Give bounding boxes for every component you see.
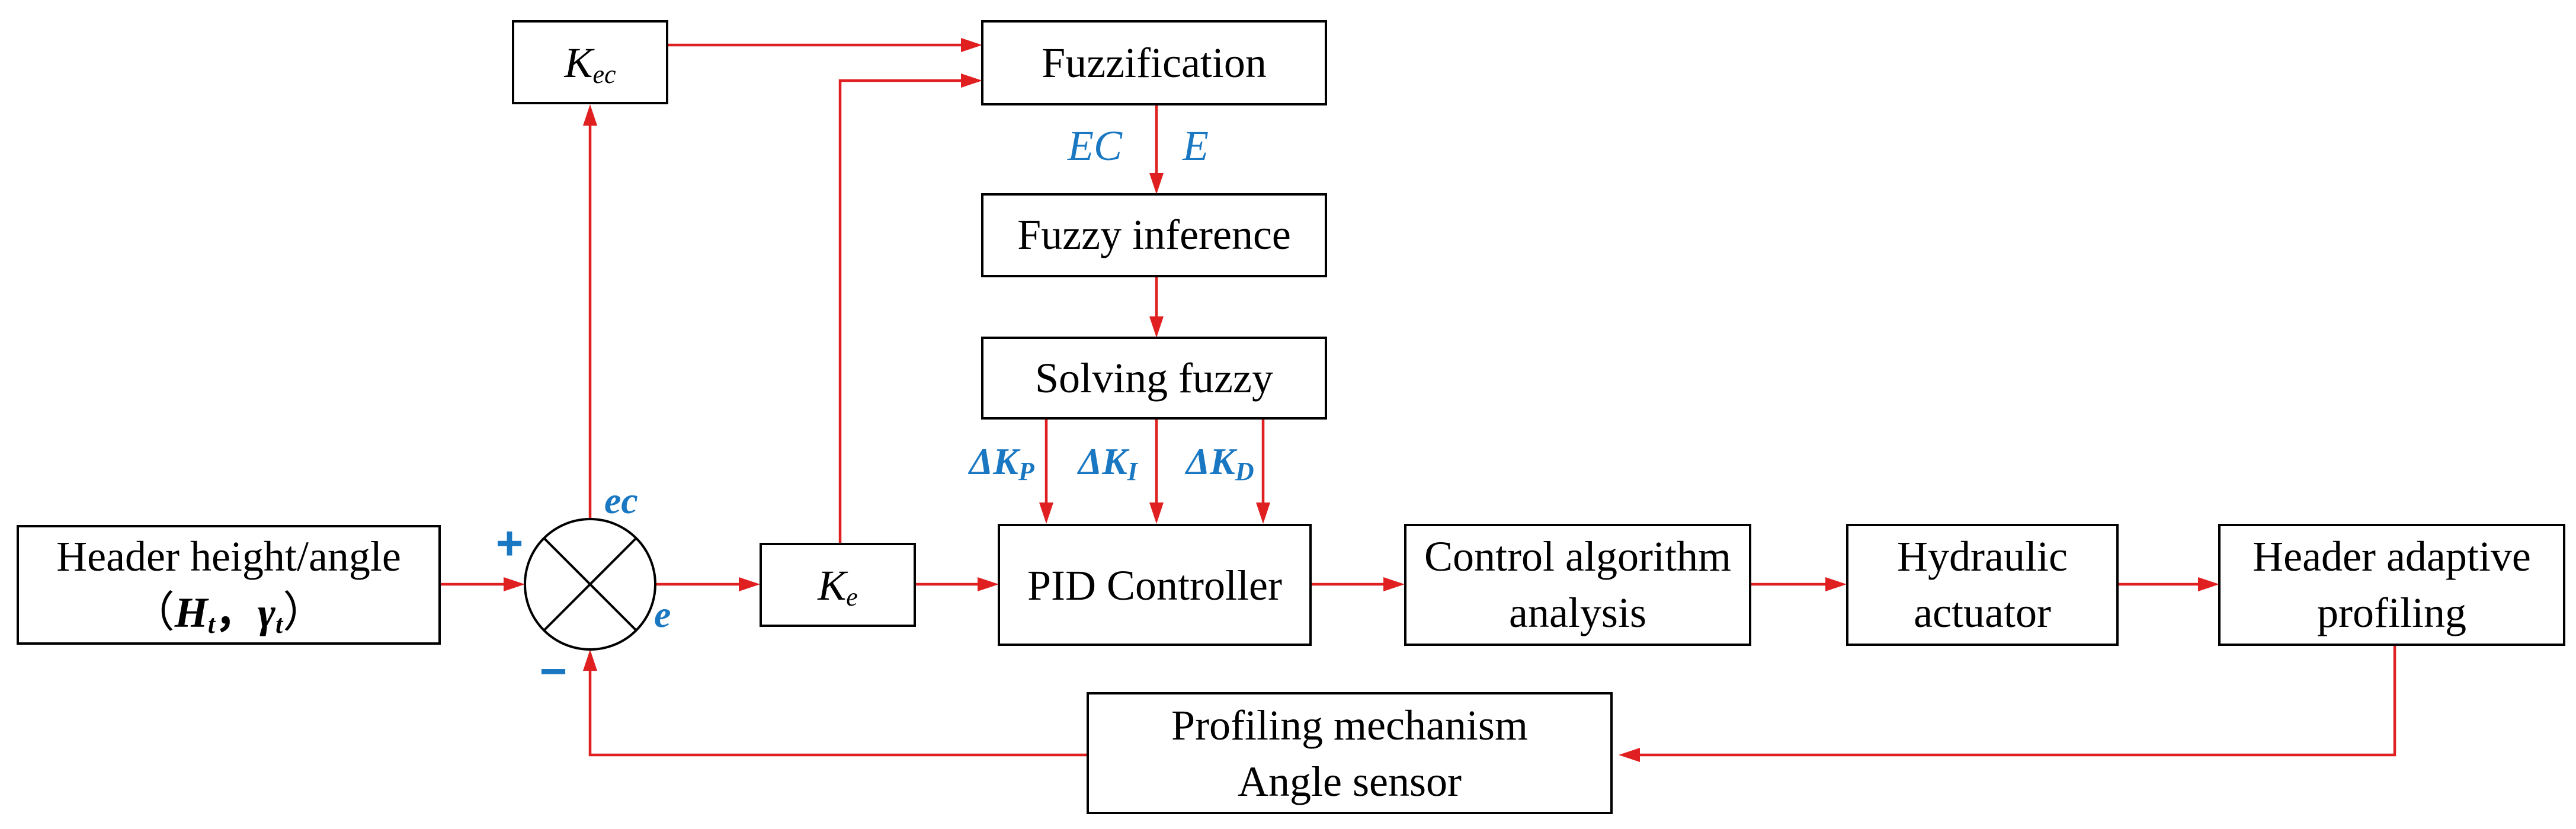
signal-delta-kp: ΔKP [967,440,1035,486]
arrowhead-ke-to-pid [978,577,999,591]
block-ke: Ke [760,543,916,627]
hydraulic-line2: actuator [1914,589,2051,636]
arrowhead-algorithm-to-hydraulic [1825,577,1847,591]
feedback-line1: Profiling mechanism [1171,702,1528,749]
fuzzification-label: Fuzzification [1042,39,1267,87]
block-fuzzification: Fuzzification [981,20,1327,105]
arrowhead-profiling-to-sensor [1619,748,1640,762]
feedback-line2: Angle sensor [1238,758,1462,805]
signal-e: e [654,593,671,635]
block-pid-controller: PID Controller [998,524,1312,646]
minus-sign: − [540,645,568,697]
block-solving-fuzzy: Solving fuzzy [981,337,1327,420]
control-algorithm-line2: analysis [1509,589,1646,636]
arrowhead-dkp [1039,502,1053,524]
block-kec: Kec [512,20,668,104]
arrowhead-input-to-sum [504,577,525,591]
signal-E: E [1182,122,1209,169]
block-input: Header height/angle （Ht，γt） [17,525,441,645]
arrowhead-dkd [1256,502,1270,524]
arrowhead-sum-to-kec [583,104,597,126]
block-fuzzy-inference: Fuzzy inference [981,193,1327,277]
summing-junction [524,518,656,651]
arrowhead-dki [1149,502,1164,524]
arrowhead-hydraulic-to-profiling [2198,577,2219,591]
wire-sensor-to-sum [588,670,1088,757]
pid-label: PID Controller [1027,562,1282,609]
block-header-profiling: Header adaptive profiling [2218,524,2565,646]
signal-ec: ec [604,479,638,521]
hydraulic-line1: Hydraulic [1897,533,2068,580]
solving-fuzzy-label: Solving fuzzy [1035,354,1273,402]
arrowhead-ke-to-fuzzification [961,73,982,88]
signal-delta-ki: ΔKI [1076,440,1139,486]
signal-labels: + − ec e EC E ΔKP ΔKI ΔKD [496,122,1254,697]
arrowhead-sensor-to-sum [583,649,597,671]
signal-delta-kd: ΔKD [1184,440,1254,486]
block-control-algorithm: Control algorithm analysis [1404,524,1751,646]
control-algorithm-line1: Control algorithm [1424,533,1731,580]
wire-profiling-to-sensor [1640,646,2396,757]
arrowhead-kec-to-fuzzification [961,38,982,52]
plus-sign: + [496,517,524,569]
arrowhead-fuzzification-to-inference [1149,173,1164,194]
ke-label: Ke [817,562,858,612]
wire-ke-to-fuzzification [838,79,961,544]
signal-EC: EC [1067,122,1123,169]
fuzzy-inference-label: Fuzzy inference [1017,211,1291,258]
kec-label: Kec [563,39,616,89]
header-profiling-line2: profiling [2317,589,2466,636]
block-hydraulic-actuator: Hydraulic actuator [1846,524,2119,646]
input-label-line2: （Ht，γt） [132,589,325,639]
input-label-line1: Header height/angle [56,533,401,580]
arrowhead-sum-to-ke [739,577,760,591]
arrowhead-pid-to-algorithm [1383,577,1405,591]
header-profiling-line1: Header adaptive [2253,533,2531,580]
connection-lines [440,38,2396,762]
arrowhead-inference-to-solving [1149,316,1164,338]
block-feedback-sensor: Profiling mechanism Angle sensor [1087,692,1613,814]
